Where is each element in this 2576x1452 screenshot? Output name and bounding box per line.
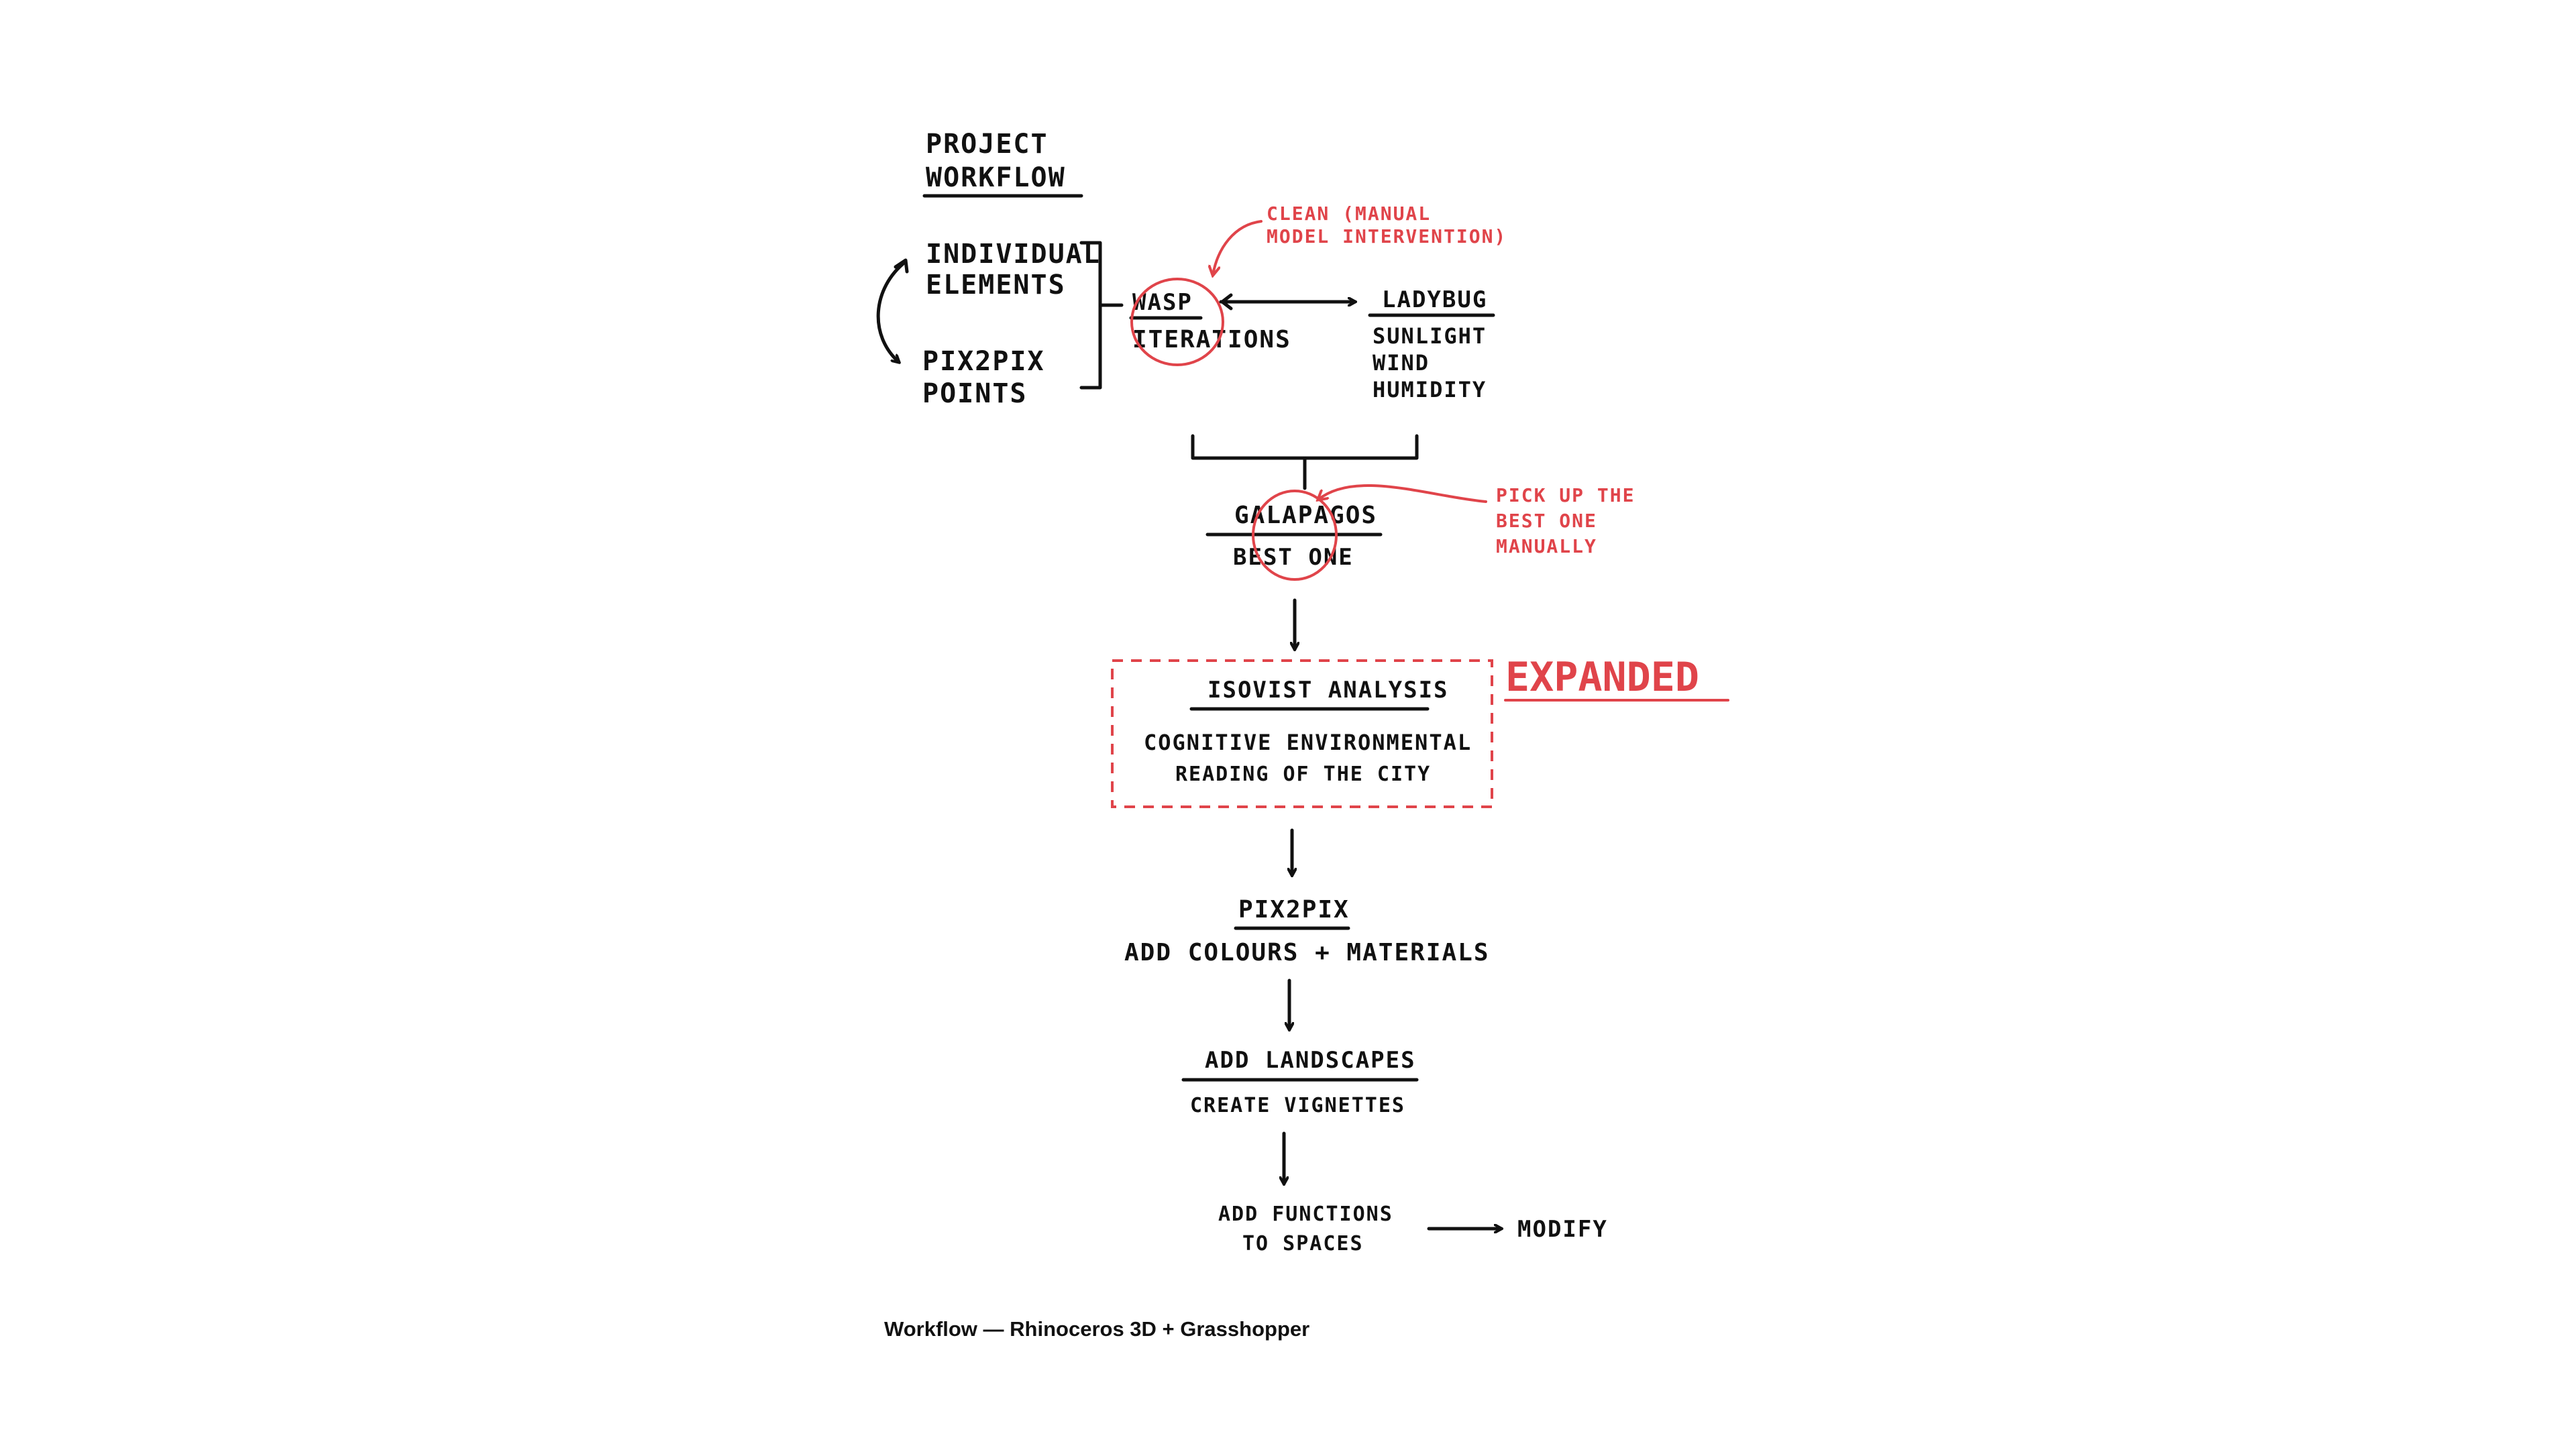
pick-note-line3: MANUALLY — [1496, 535, 1597, 557]
functions-line2: TO SPACES — [1242, 1232, 1364, 1255]
pix2pix-title: PIX2PIX — [1238, 896, 1350, 924]
bracket-icon — [1079, 241, 1102, 390]
ladybug-item: HUMIDITY — [1373, 377, 1487, 402]
clean-note-line1: CLEAN (MANUAL — [1267, 203, 1431, 225]
galapagos-title: GALAPAGOS — [1234, 502, 1377, 529]
figure-caption: Workflow — Rhinoceros 3D + Grasshopper — [884, 1317, 1309, 1341]
elements-line2: ELEMENTS — [926, 270, 1066, 300]
wasp-title: WASP — [1132, 289, 1193, 316]
title-line2: WORKFLOW — [926, 162, 1066, 193]
clean-note-line2: MODEL INTERVENTION) — [1267, 225, 1507, 247]
expanded-tag: EXPANDED — [1505, 654, 1699, 701]
modify-label: MODIFY — [1517, 1216, 1608, 1243]
merge-bracket-icon — [1191, 434, 1419, 460]
isovist-line1: COGNITIVE ENVIRONMENTAL — [1144, 730, 1472, 755]
landscapes-sub: CREATE VIGNETTES — [1190, 1094, 1405, 1117]
pick-note-line1: PICK UP THE — [1496, 484, 1635, 506]
isovist-title: ISOVIST ANALYSIS — [1208, 677, 1449, 704]
wasp-highlight-circle — [1130, 278, 1224, 366]
title-line1: PROJECT — [926, 129, 1049, 160]
pix2pix-sub: ADD COLOURS + MATERIALS — [1124, 939, 1490, 966]
landscapes-title: ADD LANDSCAPES — [1205, 1047, 1416, 1074]
pick-note-line2: BEST ONE — [1496, 510, 1597, 532]
clean-note-arrow-icon — [1213, 220, 1263, 275]
loop-arrowhead-icon — [894, 258, 909, 274]
ladybug-title: LADYBUG — [1382, 286, 1487, 313]
wasp-ladybug-back-arrowhead-icon — [1220, 293, 1233, 311]
pick-note-arrow-icon — [1318, 484, 1487, 503]
isovist-dashed-box — [1111, 659, 1493, 808]
loop-arrow-icon — [876, 260, 908, 362]
ladybug-item: SUNLIGHT — [1373, 323, 1487, 349]
points-line1: PIX2PIX — [922, 346, 1045, 377]
galapagos-highlight-circle — [1252, 490, 1338, 581]
elements-line1: INDIVIDUAL — [926, 239, 1101, 270]
isovist-line2: READING OF THE CITY — [1175, 763, 1431, 786]
ladybug-item: WIND — [1373, 350, 1430, 376]
functions-line1: ADD FUNCTIONS — [1218, 1203, 1393, 1226]
points-line2: POINTS — [922, 378, 1028, 409]
